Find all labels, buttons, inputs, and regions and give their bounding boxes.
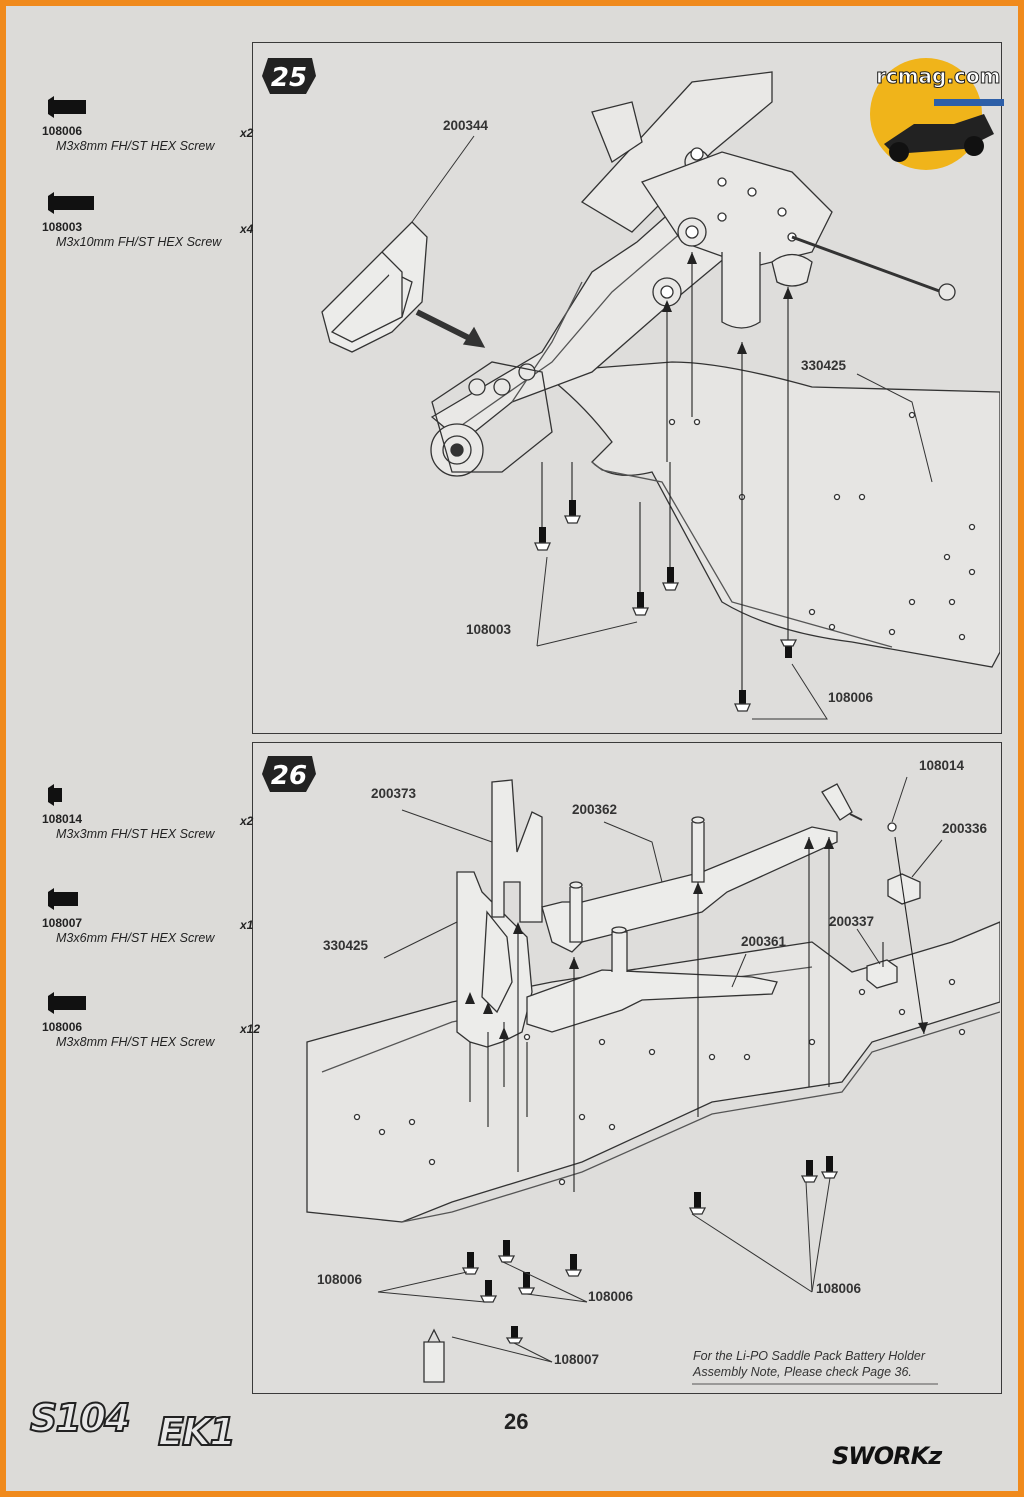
callout-108006: 108006 xyxy=(816,1281,862,1296)
arm-guard-200344 xyxy=(321,221,428,353)
part-quantity: x2 xyxy=(240,814,254,828)
part-code: 108006 xyxy=(42,124,83,138)
mount-200337 xyxy=(866,959,898,989)
flat-head-screw-icon xyxy=(48,992,86,1014)
manual-page: 25 108006 M3x8mm FH/ST HEX Screw x2 1080… xyxy=(6,6,1018,1491)
callout-200336: 200336 xyxy=(942,821,988,836)
part-item: 108006 M3x8mm FH/ST HEX Screw x2 xyxy=(42,94,262,164)
direction-arrow xyxy=(415,309,479,345)
flat-head-screw-icon xyxy=(48,888,78,910)
callout-108006: 108006 xyxy=(828,690,874,705)
part-code: 108006 xyxy=(42,1020,83,1034)
part-quantity: x4 xyxy=(240,222,254,236)
screws xyxy=(534,500,798,712)
setscrew-108014 xyxy=(887,822,897,832)
screws xyxy=(461,1156,839,1344)
part-code: 108007 xyxy=(42,916,83,930)
step-26-illustration xyxy=(306,776,1000,1383)
part-item: 108003 M3x10mm FH/ST HEX Screw x4 xyxy=(42,190,262,260)
guide-lines xyxy=(541,252,789,692)
part-description: M3x6mm FH/ST HEX Screw xyxy=(56,931,215,945)
chassis-plate xyxy=(540,361,1000,668)
brace-200373 xyxy=(491,779,543,923)
callout-leaders xyxy=(377,776,943,1363)
part-description: M3x8mm FH/ST HEX Screw xyxy=(56,1035,215,1049)
callout-200337: 200337 xyxy=(829,914,875,929)
part-description: M3x8mm FH/ST HEX Screw xyxy=(56,139,215,153)
step-26-number: 26 xyxy=(271,761,307,791)
plate-holes xyxy=(353,978,966,1186)
part-quantity: x2 xyxy=(240,126,254,140)
assembly-note-line: For the Li-PO Saddle Pack Battery Holder xyxy=(693,1349,926,1363)
step-25-number: 25 xyxy=(271,63,307,93)
upper-arm xyxy=(580,71,773,233)
hub-carrier xyxy=(430,361,553,477)
step-25-badge: 25 xyxy=(262,58,316,94)
callout-200361: 200361 xyxy=(741,934,787,949)
flat-head-screw-icon xyxy=(48,192,94,214)
pivot-blocks xyxy=(652,217,707,307)
post xyxy=(721,252,761,329)
set-screw-icon xyxy=(48,784,62,806)
callout-200362: 200362 xyxy=(572,802,618,817)
rcmag-watermark: rcmag.com xyxy=(854,54,1010,172)
callout-108007: 108007 xyxy=(554,1352,600,1367)
model-logo: S104 EK1 xyxy=(29,1395,290,1456)
part-quantity: x1 xyxy=(240,918,254,932)
callout-108003: 108003 xyxy=(466,622,512,637)
callout-108006: 108006 xyxy=(317,1272,363,1287)
model-logo-s104: S104 xyxy=(29,1395,132,1441)
arrow-heads xyxy=(465,837,928,1039)
part-quantity: x12 xyxy=(240,1022,261,1036)
flat-head-screw-icon xyxy=(48,96,86,118)
part-item: 108014 M3x3mm FH/ST HEX Screw x2 xyxy=(42,782,262,852)
callout-leaders xyxy=(411,135,933,720)
arrow-heads xyxy=(662,252,793,354)
step-25-illustration xyxy=(321,71,1000,720)
part-code: 108014 xyxy=(42,812,83,826)
block-200336 xyxy=(887,873,921,905)
model-logo-ek1: EK1 xyxy=(157,1409,237,1455)
part-description: M3x10mm FH/ST HEX Screw xyxy=(56,235,222,249)
note-underline xyxy=(692,1383,938,1385)
part-item: 108006 M3x8mm FH/ST HEX Screw x12 xyxy=(42,990,262,1060)
callout-200373: 200373 xyxy=(371,786,417,801)
threadlock-bottle-icon xyxy=(821,783,863,821)
callout-330425: 330425 xyxy=(323,938,369,953)
threadlock-bottle-icon xyxy=(423,1328,445,1383)
part-description: M3x3mm FH/ST HEX Screw xyxy=(56,827,215,841)
callout-108006: 108006 xyxy=(588,1289,634,1304)
callout-108014: 108014 xyxy=(919,758,965,773)
callout-200344: 200344 xyxy=(443,118,489,133)
rcmag-logo-icon xyxy=(870,58,1004,170)
part-code: 108003 xyxy=(42,220,83,234)
part-item: 108007 M3x6mm FH/ST HEX Screw x1 xyxy=(42,886,262,956)
rcmag-site-name: rcmag.com xyxy=(875,64,1001,89)
callout-330425: 330425 xyxy=(801,358,847,373)
assembly-note: For the Li-PO Saddle Pack Battery Holder… xyxy=(693,1348,925,1380)
page-number: 26 xyxy=(504,1409,529,1434)
tie-rod xyxy=(791,235,943,294)
battery-holder-200362 xyxy=(541,826,838,953)
battery-holder-200361 xyxy=(526,969,778,1033)
step-26-badge: 26 xyxy=(262,756,316,792)
guide-lines xyxy=(469,836,925,1192)
assembly-note-line: Assembly Note, Please check Page 36. xyxy=(693,1365,912,1379)
sworkz-logo: SWORKz xyxy=(832,1442,942,1470)
